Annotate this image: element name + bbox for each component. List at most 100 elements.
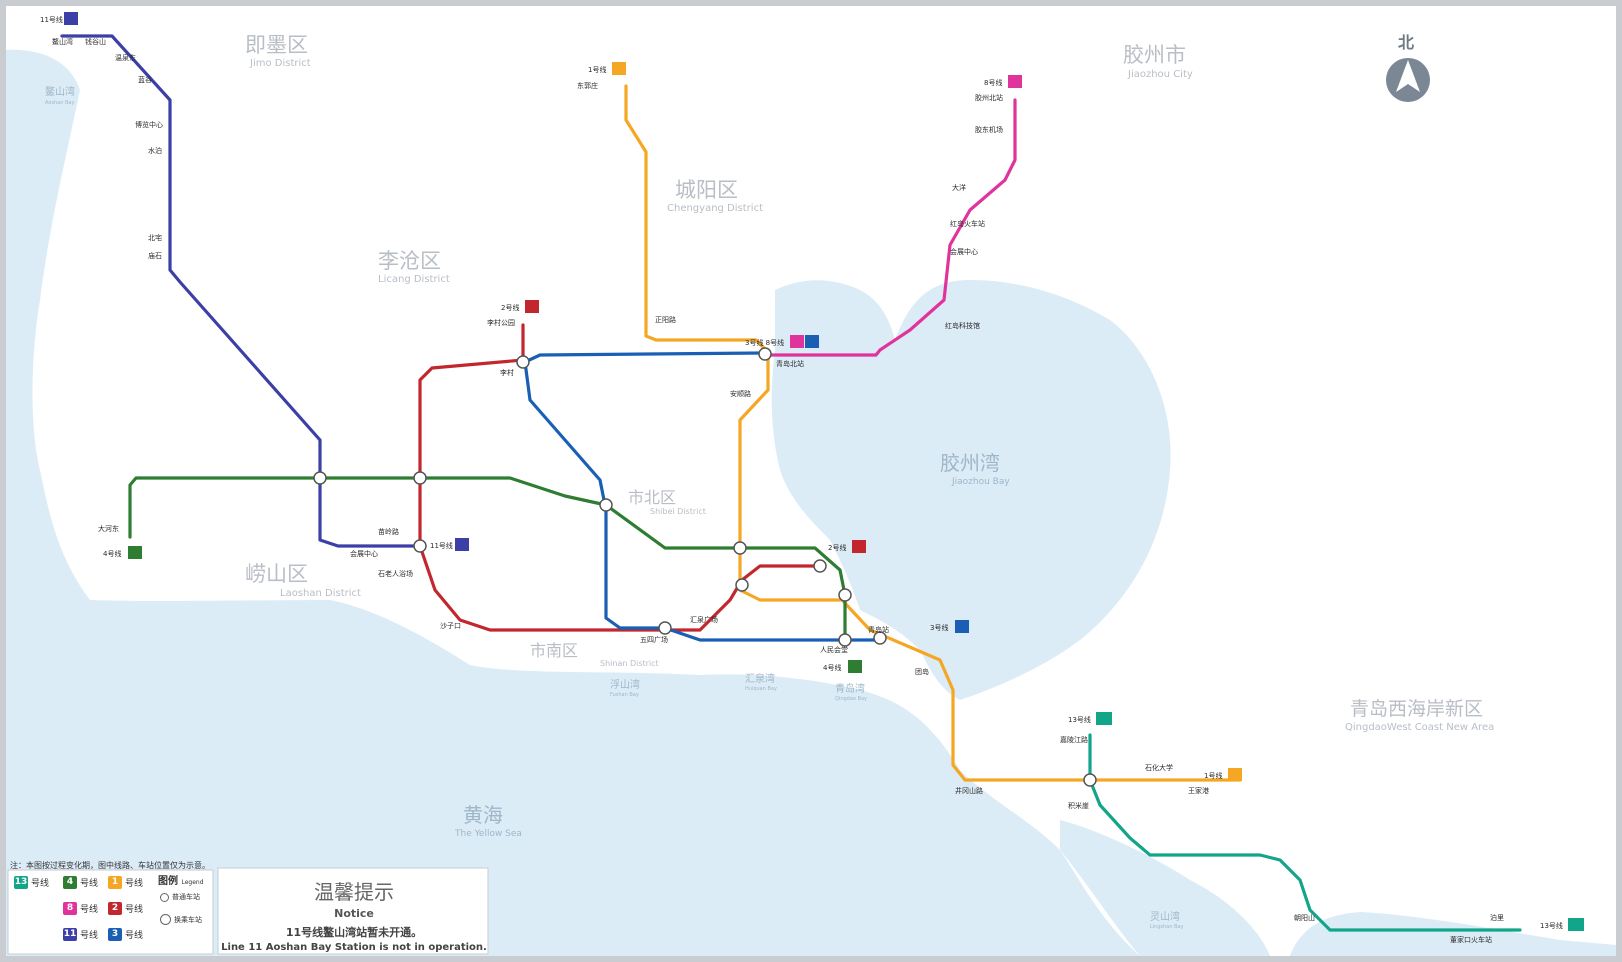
svg-text:Lingshan Bay: Lingshan Bay (1150, 924, 1184, 930)
svg-text:2号线: 2号线 (501, 303, 519, 312)
svg-text:13号线: 13号线 (1540, 921, 1563, 930)
line-4-path (128, 476, 847, 642)
station-label: 会展中心 (350, 549, 378, 558)
district-shinan: 市南区 (530, 641, 578, 660)
station-label: 董家口火车站 (1450, 935, 1492, 944)
station-label: 温泉东 (115, 53, 136, 62)
svg-text:QingdaoWest Coast New Area: QingdaoWest Coast New Area (1345, 722, 1494, 733)
badge-line-4-end: 4号线 (823, 660, 862, 673)
svg-text:Jiaozhou Bay: Jiaozhou Bay (951, 477, 1010, 487)
water-jiaozhou-bay: 胶州湾 (940, 451, 1000, 475)
badge-line-13-top: 13号线 (1068, 712, 1112, 725)
notice-panel: 温馨提示 Notice 11号线鳌山湾站暂未开通。 Line 11 Aoshan… (215, 868, 493, 956)
svg-text:4号线: 4号线 (823, 663, 841, 672)
station-label: 安顺路 (730, 389, 751, 398)
badge-line-13-end: 13号线 (1540, 918, 1584, 931)
svg-text:1号线: 1号线 (588, 65, 606, 74)
station-label: 积米崖 (1068, 801, 1089, 810)
notice-subtitle: Notice (334, 907, 374, 920)
legend-title: 图例 Legend (158, 876, 204, 887)
svg-text:4号线: 4号线 (103, 549, 121, 558)
station-label: 正阳路 (655, 315, 676, 324)
svg-text:Fushan Bay: Fushan Bay (610, 692, 639, 698)
district-shibei: 市北区 (628, 488, 676, 507)
svg-text:Aoshan Bay: Aoshan Bay (45, 100, 74, 106)
district-westcoast: 青岛西海岸新区 (1350, 698, 1483, 720)
station-label: 红岛科技馆 (945, 321, 980, 330)
station-label: 苗岭路 (378, 527, 399, 536)
station-label: 蓝谷 (138, 75, 152, 84)
station-label: 青岛站 (868, 625, 889, 634)
station-label: 汇泉广场 (690, 615, 718, 624)
svg-text:Chengyang District: Chengyang District (667, 203, 763, 214)
water-qingdao-bay: 青岛湾 (835, 682, 865, 695)
badge-line-8-top: 8号线 (984, 75, 1022, 88)
svg-text:8号线: 8号线 (984, 78, 1002, 87)
station-label: 李村公园 (487, 318, 515, 327)
svg-text:13号线: 13号线 (1068, 715, 1091, 724)
water-fushan-bay: 浮山湾 (610, 678, 640, 691)
badge-line-1-top: 1号线 (588, 62, 626, 75)
water-aoshan-bay: 鳌山湾 (45, 85, 75, 98)
badge-line-1-end: 1号线 (1204, 768, 1242, 781)
transfer-stations (313, 347, 1097, 787)
notice-text-en: Line 11 Aoshan Bay Station is not in ope… (221, 942, 487, 953)
water-huiquan-bay: 汇泉湾 (745, 672, 775, 685)
svg-text:Qingdao Bay: Qingdao Bay (835, 696, 867, 702)
line-13-path (1088, 733, 1522, 932)
station-label: 泊里 (1490, 913, 1504, 922)
legend-transfer-station: 换乘车站 (160, 914, 202, 925)
station-label: 庙石 (148, 251, 162, 260)
notice-frame (217, 867, 489, 955)
station-label: 嘉陵江路 (1060, 735, 1088, 744)
badge-line-2-top: 2号线 (501, 300, 539, 313)
svg-text:Licang District: Licang District (378, 274, 450, 285)
svg-text:2号线: 2号线 (828, 543, 846, 552)
svg-text:11号线: 11号线 (430, 541, 453, 550)
water-lingshan-bay: 灵山湾 (1150, 910, 1180, 923)
station-label: 青岛北站 (776, 359, 804, 368)
line-8-path (766, 98, 1017, 357)
station-label: 王家港 (1188, 786, 1209, 795)
notice-title: 温馨提示 (314, 880, 394, 904)
station-label: 沙子口 (440, 622, 461, 630)
district-labels: 即墨区 Jimo District 胶州市 Jiaozhou City 城阳区 … (245, 33, 1494, 733)
station-labels: 鳌山湾 钱谷山 温泉东 蓝谷 博览中心 水泊 北宅 庙石 沙子口 石老人浴场 苗… (52, 37, 1504, 944)
station-label: 人民会堂 (820, 645, 848, 654)
station-label: 胶州北站 (975, 93, 1003, 102)
station-label: 会展中心 (950, 247, 978, 256)
badge-line-3-end: 3号线 (930, 620, 969, 633)
water-yellow-sea: 黄海 (463, 803, 503, 827)
station-label: 红岛火车站 (950, 219, 985, 228)
badge-line-11-mid: 11号线 (430, 538, 469, 551)
station-label: 朝阳山 (1294, 913, 1315, 922)
svg-text:11号线: 11号线 (40, 15, 63, 24)
notice-text-cn: 11号线鳌山湾站暂未开通。 (285, 926, 423, 939)
compass: 北 (1386, 33, 1430, 102)
station-label: 北宅 (148, 233, 162, 242)
station-label: 五四广场 (640, 635, 668, 644)
badge-line-2-mid: 2号线 (828, 540, 866, 553)
map-disclaimer-note: 注：本图按过程变化期，图中线路、车站位置仅为示意。 (10, 861, 210, 870)
svg-text:1号线: 1号线 (1204, 771, 1222, 780)
svg-text:3号线 8号线: 3号线 8号线 (745, 338, 784, 347)
station-label: 井冈山路 (955, 786, 983, 795)
station-label: 石化大学 (1145, 763, 1173, 772)
station-label: 胶东机场 (975, 125, 1003, 134)
svg-text:3号线: 3号线 (930, 623, 948, 632)
water-labels: 胶州湾 Jiaozhou Bay 黄海 The Yellow Sea 鳌山湾 A… (45, 85, 1184, 930)
line-1-path (624, 84, 1242, 782)
district-laoshan: 崂山区 (245, 562, 308, 586)
station-label: 水泊 (148, 146, 162, 155)
svg-text:Laoshan District: Laoshan District (280, 588, 361, 599)
line-badges: 11号线 1号线 8号线 2号线 3号线 8号线 4号线 11号线 (40, 12, 1584, 931)
station-label: 钱谷山 (85, 37, 106, 46)
